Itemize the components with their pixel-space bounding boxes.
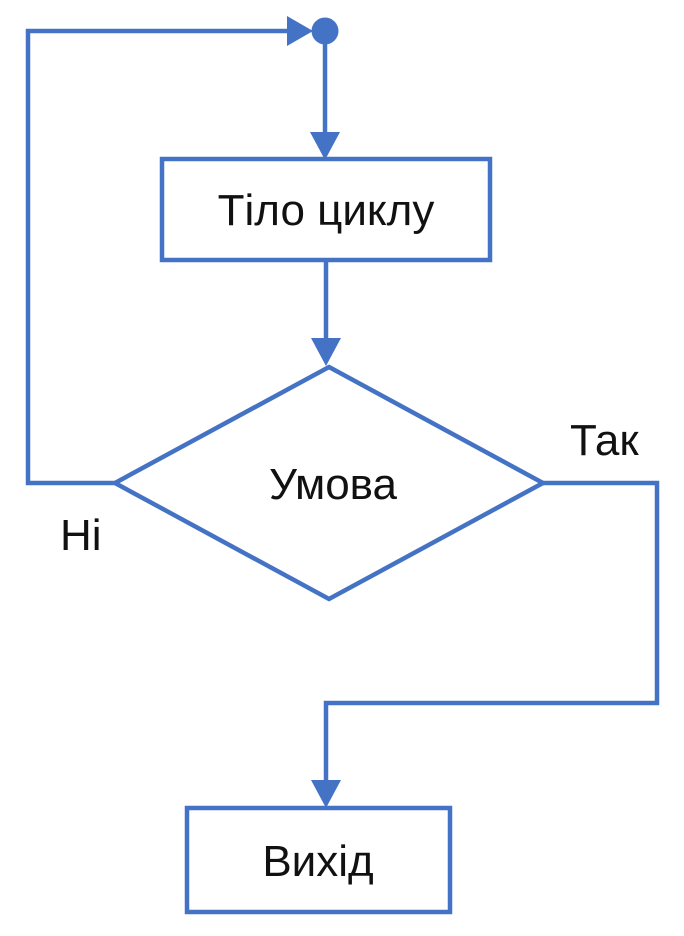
junction-dot	[311, 17, 339, 45]
arrowhead-down-icon	[311, 338, 341, 366]
arrowhead-right-icon	[287, 16, 313, 46]
edge-label-no: Ні	[60, 511, 102, 560]
process-box-loop-body	[159, 156, 493, 263]
exit-label: Вихід	[262, 837, 373, 886]
process-box-exit	[184, 805, 453, 915]
connector-yes-to-exit	[323, 480, 660, 782]
condition-label: Умова	[269, 460, 398, 509]
edge-label-yes: Так	[570, 416, 639, 465]
arrowhead-down-icon	[311, 780, 341, 808]
decision-diamond-condition	[110, 364, 548, 602]
loop-body-label: Тіло циклу	[218, 186, 435, 235]
connector-no-loopback	[25, 28, 287, 486]
arrowhead-down-icon	[310, 132, 340, 160]
